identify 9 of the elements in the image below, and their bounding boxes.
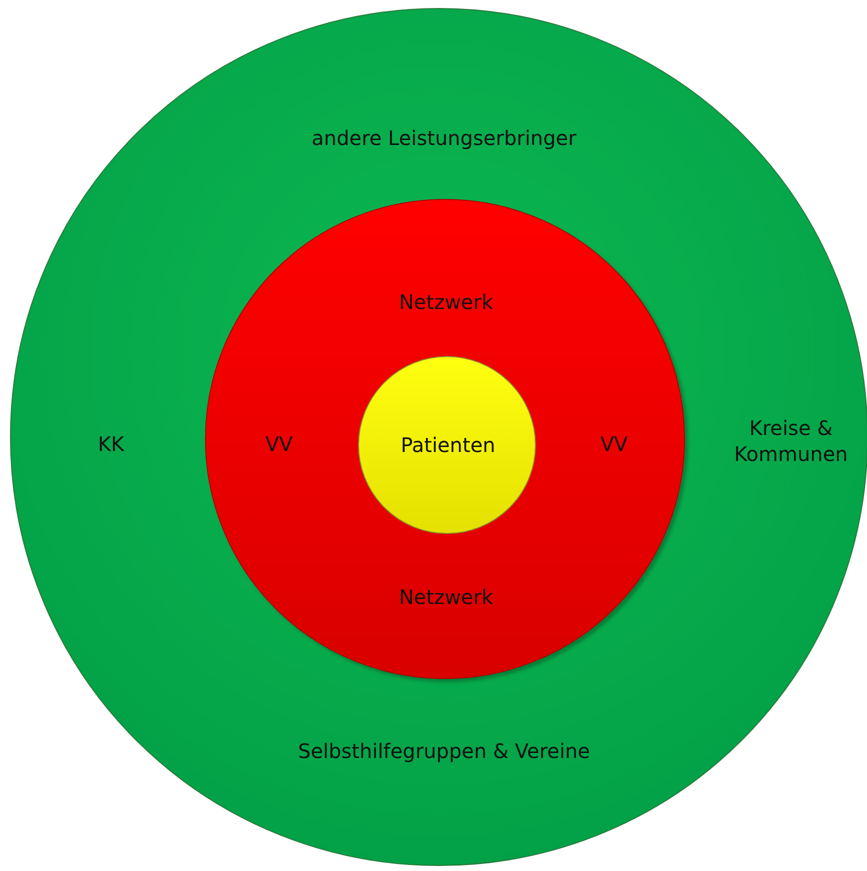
circle-label: VV: [600, 431, 628, 457]
circle-label: andere Leistungserbringer: [312, 125, 576, 151]
circle-label: KK: [98, 431, 124, 457]
circle-label: Netzwerk: [398, 584, 494, 610]
circle-label: Kreise & Kommunen: [733, 415, 849, 467]
circle-label: Selbsthilfegruppen & Vereine: [298, 738, 590, 764]
circle-label: Netzwerk: [398, 289, 494, 315]
circle-label: Patienten: [400, 432, 496, 458]
circle-label: VV: [265, 431, 293, 457]
